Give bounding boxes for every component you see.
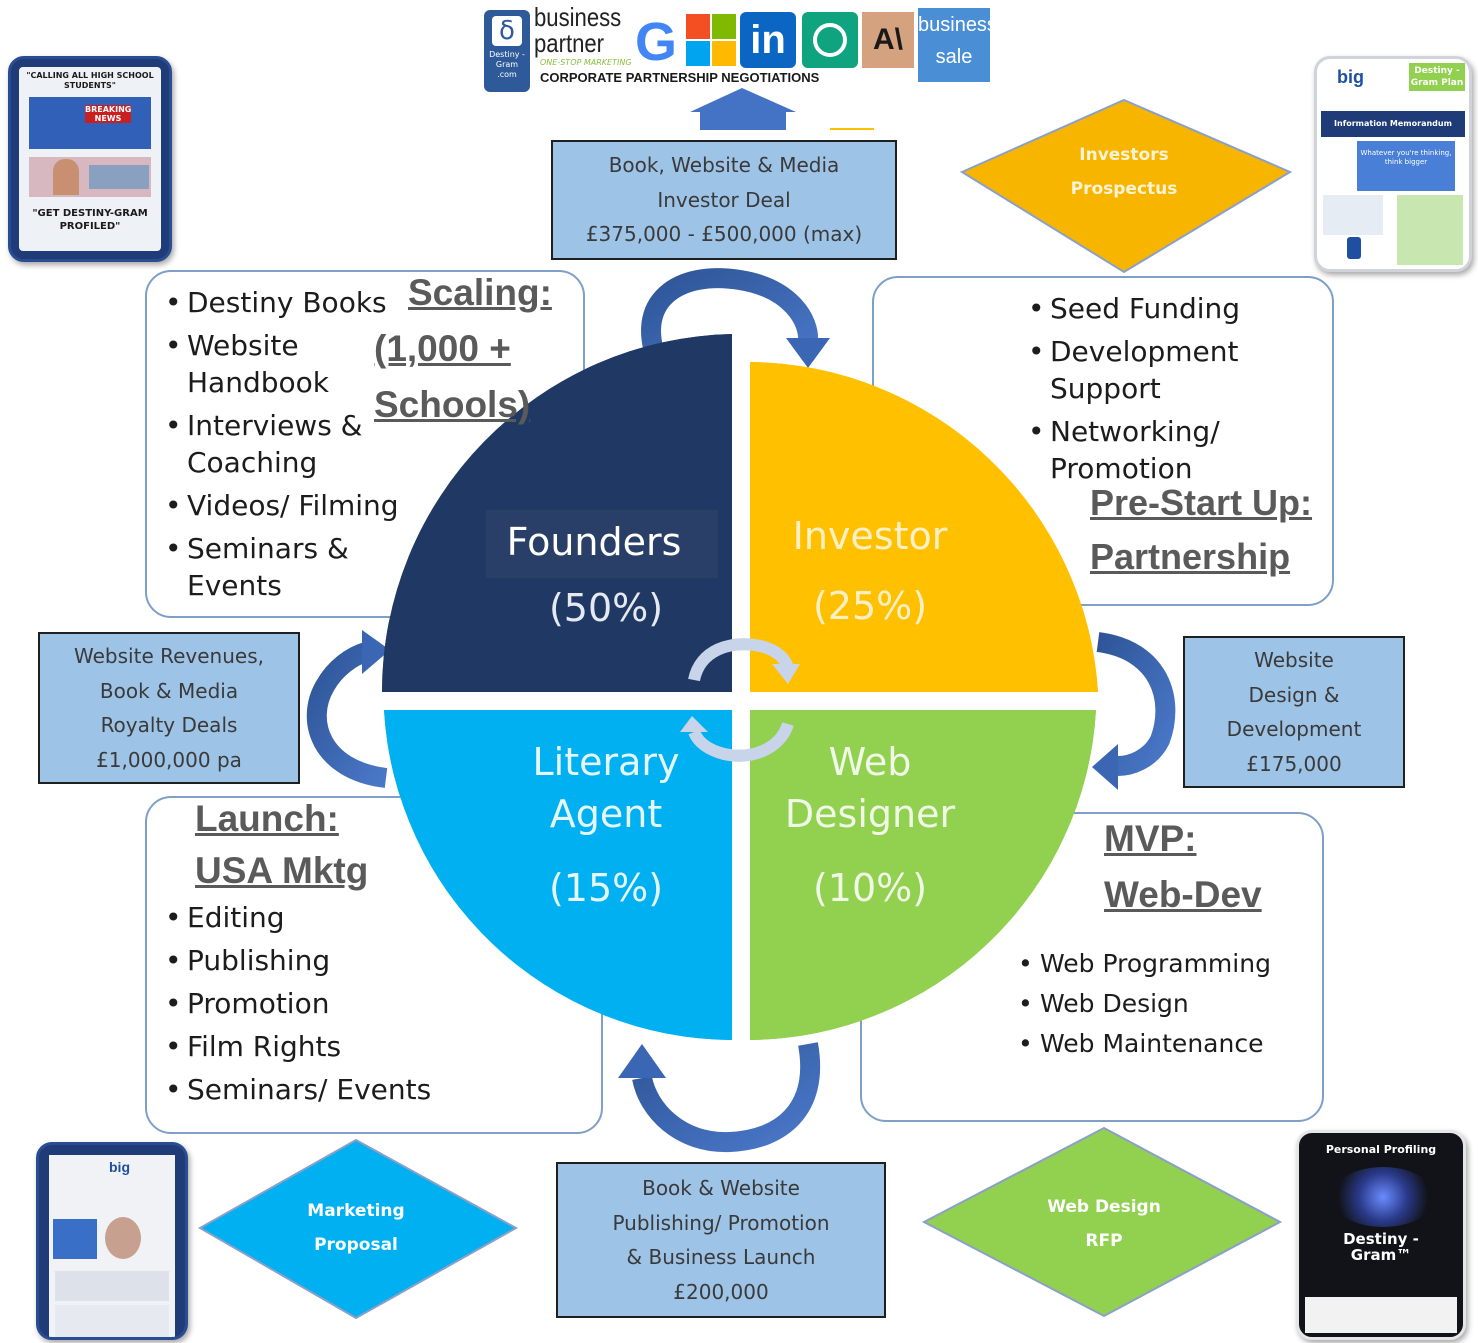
mvp-list: Web Programming Web Design Web Maintenan…: [1018, 944, 1308, 1064]
marketing-diamond-label: Marketing Proposal: [307, 1201, 405, 1255]
brain-network-icon: [1331, 1167, 1435, 1227]
logo-strip: δ Destiny -Gram .com business partner ON…: [484, 2, 997, 92]
list-item: Videos/ Filming: [165, 487, 405, 524]
web-label-1: Web: [828, 740, 912, 784]
list-item: Networking/ Promotion: [1028, 413, 1240, 487]
scaling-list: Destiny Books Website Handbook Interview…: [165, 284, 405, 604]
founders-label: Founders: [506, 520, 682, 564]
linkedin-logo: in: [740, 12, 796, 68]
top-cycle-arrow: [641, 268, 819, 373]
web-pct: (10%): [812, 866, 928, 910]
up-arrow: [690, 88, 796, 130]
anthropic-logo: A\: [862, 12, 914, 68]
list-item: Development Support: [1028, 333, 1260, 407]
list-item: Film Rights: [165, 1025, 465, 1068]
agent-label-2: Agent: [549, 792, 663, 836]
bp-tagline: ONE-STOP MARKETING: [540, 58, 632, 67]
microsoft-logo: [686, 14, 736, 66]
phone-icon: [1347, 237, 1361, 259]
webrfp-diamond: [921, 1126, 1283, 1318]
list-item: Seminars/ Events: [165, 1068, 465, 1111]
list-item: Web Maintenance: [1018, 1024, 1308, 1064]
bp-corporate: CORPORATE PARTNERSHIP NEGOTIATIONS: [540, 70, 820, 85]
investors-diamond: [959, 98, 1293, 274]
doc-bottom-left: big: [36, 1142, 188, 1340]
mvp-heading-1: MVP:: [1104, 818, 1197, 859]
deal-top: Book, Website & Media Investor Deal £375…: [551, 140, 897, 260]
scaling-heading-1: Scaling:: [408, 272, 552, 313]
doc-bottom-right: Personal Profiling Destiny -Gram™: [1296, 1130, 1466, 1340]
deal-bottom: Book & Website Publishing/ Promotion & B…: [556, 1162, 886, 1318]
openai-knot-icon: [813, 23, 847, 57]
deal-left: Website Revenues, Book & Media Royalty D…: [38, 632, 300, 784]
delta-icon: δ: [492, 16, 522, 46]
launch-heading-1: Launch:: [195, 798, 339, 839]
deal-right: Website Design & Development £175,000: [1183, 636, 1405, 788]
list-item: Seminars & Events: [165, 530, 387, 604]
agent-pct: (15%): [548, 866, 664, 910]
list-item: Interviews & Coaching: [165, 407, 387, 481]
launch-heading-2: USA Mktg: [195, 850, 369, 891]
openai-logo: [802, 12, 858, 68]
dg-label: Destiny -Gram .com: [489, 50, 525, 79]
scaling-heading-3: Schools): [374, 384, 531, 425]
bp-word2: partner: [534, 28, 605, 58]
photo-icon: [53, 159, 79, 195]
web-label-2: Designer: [784, 792, 956, 836]
prestart-list: Seed Funding Development Support Network…: [1028, 290, 1288, 487]
list-item: Web Design: [1018, 984, 1308, 1024]
list-item: Website Handbook: [165, 327, 357, 401]
list-item: Seed Funding: [1028, 290, 1288, 327]
mvp-heading-2: Web-Dev: [1104, 874, 1262, 915]
investor-pct: (25%): [812, 584, 928, 628]
list-item: Promotion: [165, 982, 465, 1025]
business-sale-logo: business sale: [918, 8, 997, 82]
destiny-gram-logo: δ Destiny -Gram .com: [484, 10, 530, 92]
bottom-cycle-arrow: [632, 1042, 820, 1153]
right-cycle-arrow: [1096, 632, 1176, 776]
list-item: Destiny Books: [165, 284, 405, 321]
left-cycle-arrow: [306, 642, 388, 788]
list-item: Editing: [165, 896, 465, 939]
list-item: Web Programming: [1018, 944, 1308, 984]
webrfp-diamond-label: Web Design RFP: [1047, 1197, 1161, 1251]
scaling-heading-2: (1,000 +: [374, 328, 511, 369]
launch-list: Editing Publishing Promotion Film Rights…: [165, 896, 465, 1111]
agent-label-1: Literary: [532, 740, 680, 784]
google-logo: G: [634, 12, 677, 72]
marketing-diamond: [197, 1138, 519, 1320]
doc-top-right: big Destiny - Gram Plan Information Memo…: [1314, 56, 1472, 272]
portrait-icon: [105, 1217, 141, 1259]
prestart-heading-1: Pre-Start Up:: [1090, 482, 1313, 523]
doc-top-left: "CALLING ALL HIGH SCHOOL STUDENTS" BREAK…: [8, 56, 172, 262]
investor-label: Investor: [792, 514, 948, 558]
prestart-heading-2: Partnership: [1090, 536, 1291, 577]
founders-pct: (50%): [548, 586, 664, 630]
investors-diamond-label: Investors Prospectus: [1070, 145, 1178, 199]
list-item: Publishing: [165, 939, 465, 982]
bp-word1: business: [534, 2, 622, 32]
